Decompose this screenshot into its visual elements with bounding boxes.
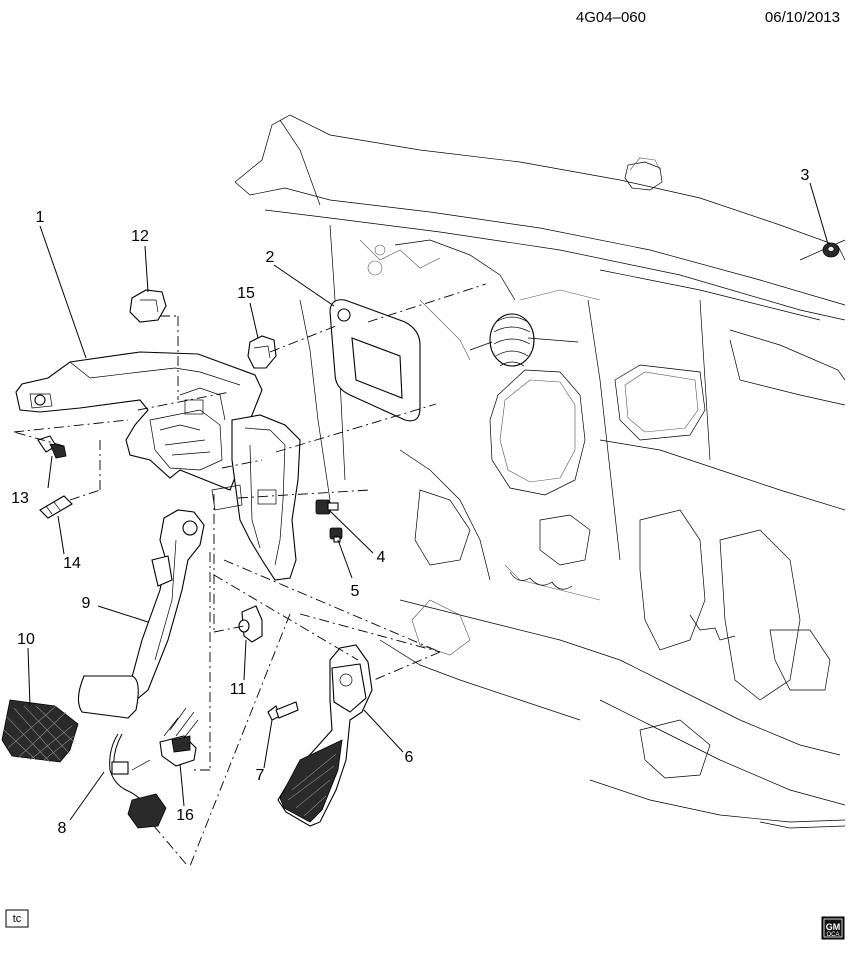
- corner-tag: tc: [5, 909, 29, 928]
- wiring-harness: [109, 733, 167, 829]
- brake-pedal-pad: [1, 699, 79, 763]
- callout-13: 13: [11, 490, 29, 507]
- dash-panel-outline: [234, 114, 846, 829]
- bolt-5: [329, 527, 343, 543]
- dash-seal-gasket: [329, 299, 421, 422]
- callout-15: 15: [237, 285, 255, 302]
- gm-logo: GM OCA: [821, 916, 845, 940]
- switch-clip-15: [247, 335, 277, 369]
- callout-1: 1: [36, 209, 45, 226]
- callout-9: 9: [82, 595, 91, 612]
- callout-8: 8: [58, 820, 67, 837]
- gm-logo-subtext: OCA: [826, 932, 839, 938]
- gm-logo-text: GM: [826, 922, 841, 932]
- bolt-4: [315, 499, 339, 515]
- leader-lines: [27, 182, 829, 821]
- brake-switch: [159, 707, 199, 767]
- callout-4: 4: [377, 549, 386, 566]
- callout-16: 16: [176, 807, 194, 824]
- corner-tag-text: tc: [13, 913, 22, 925]
- callout-11: 11: [230, 681, 247, 698]
- accelerator-pedal: [277, 644, 373, 827]
- callout-7: 7: [256, 767, 265, 784]
- diagram-date: 06/10/2013: [765, 9, 840, 26]
- bolt-13: [37, 435, 67, 459]
- brake-pedal: [77, 509, 205, 719]
- switch-clip-12: [129, 289, 167, 323]
- callout-2: 2: [266, 249, 275, 266]
- pedal-bracket: [15, 351, 263, 491]
- assembly-lines: [13, 283, 487, 867]
- callout-5: 5: [351, 583, 360, 600]
- grommet: [822, 242, 840, 258]
- diagram-code: 4G04–060: [576, 9, 646, 26]
- callout-6: 6: [405, 749, 414, 766]
- brake-booster: [469, 313, 579, 367]
- callout-3: 3: [801, 167, 810, 184]
- bolt-7: [267, 701, 299, 721]
- bushing: [238, 605, 263, 643]
- callout-14: 14: [63, 555, 81, 572]
- callout-labels: 1 2 3 4 5 6 7 8 9 10 11 12 13 14 15 16: [11, 167, 809, 837]
- callout-10: 10: [17, 631, 35, 648]
- callout-12: 12: [131, 228, 149, 245]
- pin-14: [39, 495, 73, 519]
